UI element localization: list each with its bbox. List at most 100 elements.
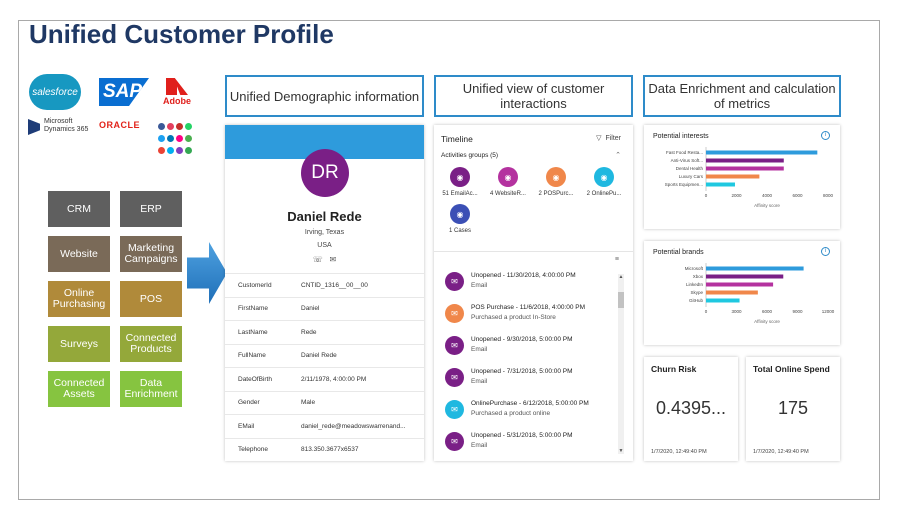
scroll-down-icon[interactable]: ▼: [618, 448, 624, 454]
filter-label: Filter: [605, 135, 621, 142]
scrollbar-thumb[interactable]: [618, 292, 624, 308]
activity-icon: ◉: [450, 167, 470, 187]
filter-button[interactable]: ▽ Filter: [596, 134, 621, 142]
contact-field-row: Telephone 813.350.3677x6537: [225, 437, 424, 462]
bar: [706, 290, 758, 295]
entry-subtitle: Email: [471, 282, 488, 289]
entry-subtitle: Email: [471, 378, 488, 385]
social-icon: [158, 147, 165, 154]
list-options-icon[interactable]: ≡: [614, 256, 619, 263]
bar: [706, 166, 784, 171]
x-tick-label: 6000: [762, 309, 773, 314]
salesforce-logo: salesforce: [29, 74, 81, 110]
bar: [706, 182, 735, 187]
bar: [706, 158, 784, 163]
activity-group-item[interactable]: ◉1 Cases: [438, 204, 482, 234]
contact-field-row: Gender Male: [225, 390, 424, 415]
microsoft-logo-line1: Microsoft: [44, 118, 73, 125]
social-icon: [176, 123, 183, 130]
x-tick-label: 8000: [823, 193, 834, 198]
category-label: Dental Health: [676, 166, 704, 171]
activity-icon: ◉: [450, 204, 470, 224]
potential-interests-chart: Potential interests i Fast Food Resta...…: [644, 125, 840, 229]
activity-label: 4 WebsiteR...: [490, 191, 526, 197]
timeline-entry[interactable]: ✉ Unopened - 11/30/2018, 4:00:00 PM Email: [445, 271, 620, 299]
category-label: Anti-Virus Soft...: [671, 158, 703, 163]
bar: [706, 274, 784, 279]
divider: [434, 251, 633, 252]
metric-title: Churn Risk: [651, 364, 697, 374]
x-tick-label: 0: [705, 193, 708, 198]
x-tick-label: 3000: [731, 309, 742, 314]
adobe-mark-icon: [166, 78, 188, 95]
source-box: ERP: [120, 191, 182, 227]
contact-name: Daniel Rede: [287, 209, 362, 224]
scroll-up-icon[interactable]: ▲: [618, 274, 624, 280]
info-icon[interactable]: i: [821, 247, 830, 256]
social-icon: [185, 147, 192, 154]
avatar: DR: [301, 149, 349, 197]
field-value: 813.350.3677x6537: [301, 446, 359, 454]
field-value: Daniel Rede: [301, 352, 337, 360]
info-icon[interactable]: i: [821, 131, 830, 140]
x-tick-label: 2000: [731, 193, 742, 198]
activity-group-item[interactable]: ◉2 POSPurc...: [534, 167, 578, 197]
activity-label: 2 POSPurc...: [538, 191, 574, 197]
field-key: Telephone: [238, 446, 268, 454]
social-icon: [158, 135, 165, 142]
field-value: Male: [301, 399, 316, 407]
source-box: CRM: [48, 191, 110, 227]
x-tick-label: 4000: [762, 193, 773, 198]
page-title: Unified Customer Profile: [29, 19, 334, 49]
contact-country: USA: [317, 242, 332, 249]
entry-icon: ✉: [445, 272, 464, 291]
x-axis-label: Affinity score: [754, 203, 780, 208]
field-key: FullName: [238, 352, 266, 360]
activity-icon: ◉: [594, 167, 614, 187]
category-label: Xbox: [693, 274, 704, 279]
field-key: CustomerId: [238, 281, 272, 289]
social-icon: [158, 123, 165, 130]
activity-group-item[interactable]: ◉ 4 WebsiteR...: [486, 167, 530, 197]
category-label: GitHub: [689, 298, 704, 303]
contact-card: DR Daniel Rede Irving, Texas USA ☏ ✉ Cus…: [225, 125, 424, 461]
field-value: Rede: [301, 328, 317, 336]
bar-chart: Fast Food Resta...Anti-Virus Soft...Dent…: [665, 147, 834, 208]
dynamics-mark-icon: [28, 119, 40, 135]
x-tick-label: 6000: [792, 193, 803, 198]
entry-subtitle: Purchased a product online: [471, 410, 551, 417]
activity-group-item[interactable]: ◉2 OnlinePu...: [582, 167, 626, 197]
bar: [706, 282, 774, 287]
entry-icon: ✉: [445, 336, 464, 355]
x-tick-label: 9000: [792, 309, 803, 314]
entry-title: Unopened - 11/30/2018, 4:00:00 PM: [471, 272, 576, 279]
activity-group-item[interactable]: ◉51 EmailAc...: [438, 167, 482, 197]
entry-icon: ✉: [445, 432, 464, 451]
timeline-title: Timeline: [441, 134, 473, 144]
field-key: Gender: [238, 399, 260, 407]
metric-title: Total Online Spend: [753, 364, 830, 374]
chevron-up-icon[interactable]: ⌃: [615, 152, 621, 159]
field-key: FirstName: [238, 305, 268, 313]
phone-icon[interactable]: ☏: [312, 255, 323, 264]
source-box: Website: [48, 236, 110, 272]
field-key: DateOfBirth: [238, 375, 272, 383]
timeline-scrollbar[interactable]: ▲ ▼: [618, 274, 624, 454]
source-box: Online Purchasing: [48, 281, 110, 317]
activity-icon: ◉: [498, 167, 518, 187]
x-axis-label: Affinity score: [754, 319, 780, 324]
adobe-logo-text: Adobe: [163, 96, 191, 106]
social-icon: [167, 123, 174, 130]
entry-icon: ✉: [445, 368, 464, 387]
adobe-logo: Adobe: [162, 78, 192, 108]
mail-icon[interactable]: ✉: [329, 255, 337, 264]
social-icon: [185, 135, 192, 142]
bar: [706, 266, 804, 271]
